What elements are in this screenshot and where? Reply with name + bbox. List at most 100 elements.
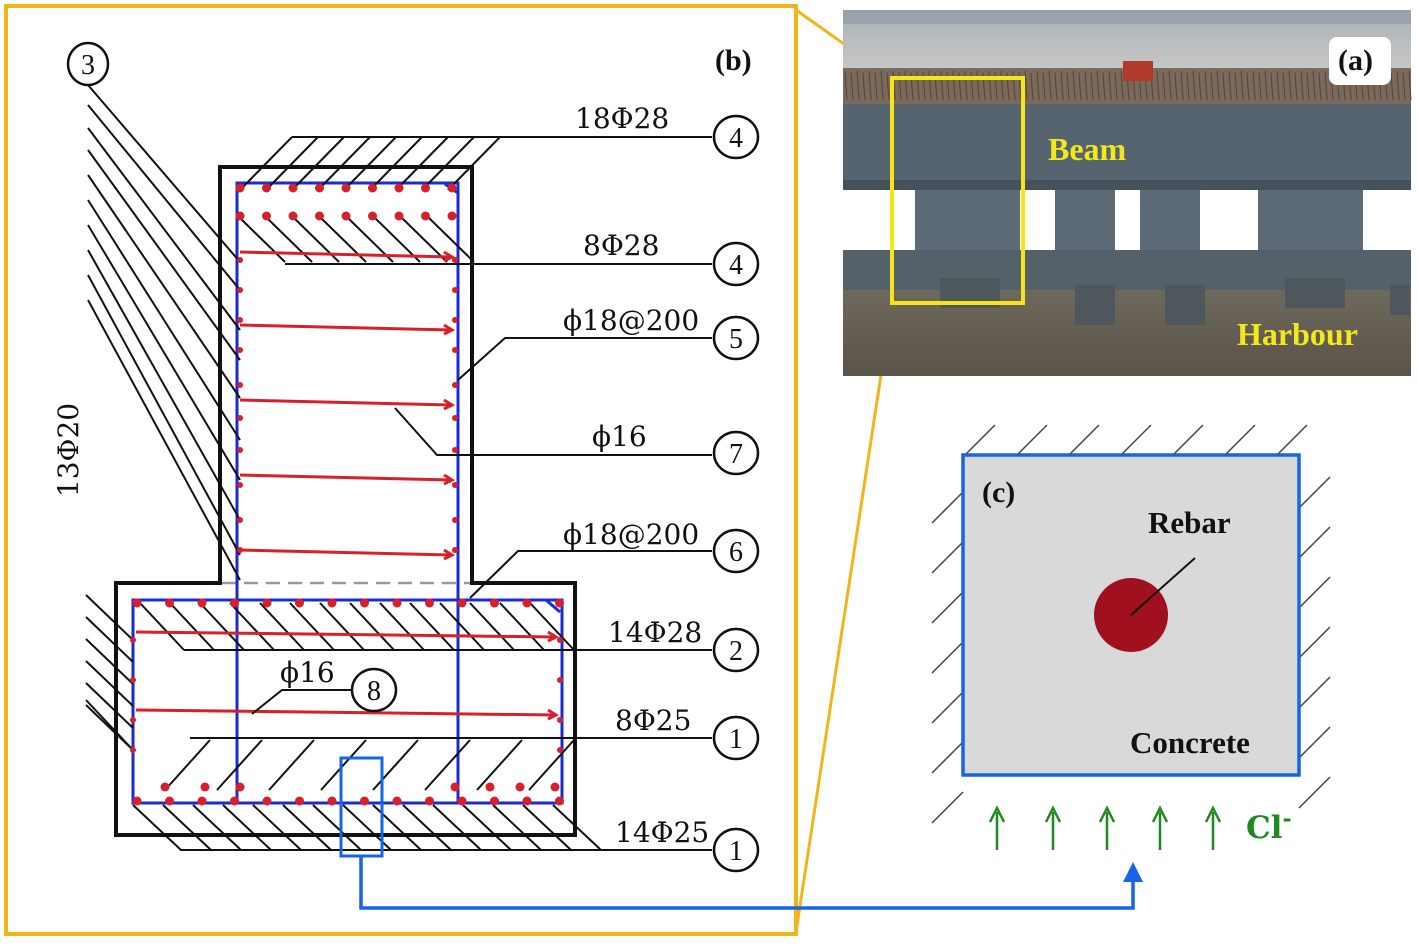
rebar-tick (880, 70, 884, 101)
hatch-line (259, 602, 305, 651)
callout-num-c5: 5 (729, 324, 743, 355)
hatch-left (931, 741, 964, 774)
rebar-tick (1156, 70, 1160, 101)
rebar-dot (235, 211, 245, 221)
rebar-dot (555, 796, 564, 806)
rebar-dot (452, 347, 458, 353)
rebar-tick (916, 70, 920, 101)
rebar-dot (515, 782, 525, 792)
rebar-dot (235, 183, 245, 193)
rebar-dot (235, 782, 245, 792)
hatch-line (369, 136, 423, 191)
tie-hook (443, 548, 456, 561)
rebar-tick (1078, 72, 1082, 101)
hatch-line (132, 804, 182, 851)
rebar-tick (1024, 70, 1028, 101)
callout-circle-c7 (712, 430, 760, 476)
rebar-dot (327, 598, 337, 608)
rebar-dot (130, 747, 136, 753)
hatch-line (87, 84, 241, 263)
rebar-dot (130, 677, 136, 683)
rebar-dot (452, 547, 458, 553)
hatch-line (312, 804, 362, 851)
rebar-dot (262, 211, 271, 221)
web-tie-bar (239, 548, 453, 557)
rebar-dot (237, 447, 243, 453)
rebar-dot (452, 447, 458, 453)
pile (1165, 285, 1205, 325)
rebar-tick (1072, 70, 1076, 101)
callout-text-c2: 14Φ28 (608, 616, 702, 649)
hatch-left (931, 591, 964, 624)
rebar-dot (421, 183, 430, 193)
beam-label: Beam (1048, 131, 1127, 167)
rebar-tick (1318, 72, 1322, 101)
rebar-dot (165, 796, 174, 806)
hatch-line (343, 136, 397, 191)
rebar-tick (1324, 70, 1328, 101)
rebar-tick (1276, 70, 1280, 101)
rebar-dot (262, 183, 271, 193)
flange-stirrup (131, 598, 564, 805)
hatch-right (1298, 476, 1331, 509)
hatch-line (199, 602, 245, 651)
rebar-tick (1306, 72, 1310, 101)
callout-circle-c4a (712, 114, 760, 160)
hatch-line (476, 739, 523, 791)
photo-beam-shadow (843, 180, 1411, 190)
hatch-line (552, 804, 602, 851)
panel-c: (c) Rebar Concrete Cl- (931, 424, 1331, 850)
hatch-top (1224, 424, 1256, 456)
callout-text-c7: ϕ16 (592, 420, 647, 453)
rebar-tick (1042, 72, 1046, 101)
hatch-line (87, 249, 241, 521)
rebar-dot (288, 183, 298, 193)
hatch-line (462, 804, 512, 851)
hatch-top (964, 424, 996, 456)
hatch-line (265, 136, 319, 191)
rebar-tick (1246, 72, 1250, 101)
web-tie-bar (239, 398, 453, 407)
tie-hook (443, 323, 456, 336)
callout-circle-c1a (712, 715, 760, 761)
pile (1390, 285, 1410, 315)
hatch-left (931, 641, 964, 674)
rebar-tick (904, 70, 908, 101)
rebar-tick (1228, 70, 1232, 101)
harbour-label: Harbour (1237, 316, 1358, 352)
panel-c-label: (c) (982, 476, 1015, 509)
hatch-right (1298, 626, 1331, 659)
rebar-tick (1252, 70, 1256, 101)
callout-text-c4b: 8Φ28 (583, 229, 659, 262)
rebar-dot (197, 796, 207, 806)
rebar-tick (1108, 70, 1112, 101)
hatch-line (439, 602, 485, 651)
rebar-tick (988, 70, 992, 101)
rebar-dot (450, 782, 460, 792)
hatch-line (239, 136, 293, 191)
inner-callout-circle (350, 667, 398, 713)
rebar-tick (952, 70, 956, 101)
rebar-tick (1186, 72, 1190, 101)
rebar-dot (160, 782, 170, 792)
zoom-connector-bottom (794, 302, 894, 933)
hatch-top (1016, 424, 1048, 456)
rebar-dot (295, 598, 304, 608)
panel-a-label: (a) (1338, 44, 1373, 77)
chloride-arrows (988, 805, 1222, 850)
stirrup-hook-flange (545, 598, 561, 614)
callout-num-c1b: 1 (729, 836, 743, 867)
rebar-tick (1258, 72, 1262, 101)
hatch-right (1298, 526, 1331, 559)
rebar-tick (856, 70, 860, 101)
callout-circle-c2 (712, 627, 760, 673)
hatch-line (432, 804, 482, 851)
cross-section-drawing (114, 165, 577, 837)
rebar-dot (557, 637, 563, 643)
rebar-dot (130, 717, 136, 723)
web-tie-bar (239, 323, 453, 332)
rebar-tick (1294, 72, 1298, 101)
hatch-line (252, 804, 302, 851)
inner-callout-8: ϕ16 8 (251, 656, 398, 715)
rebar-dot (522, 598, 532, 608)
